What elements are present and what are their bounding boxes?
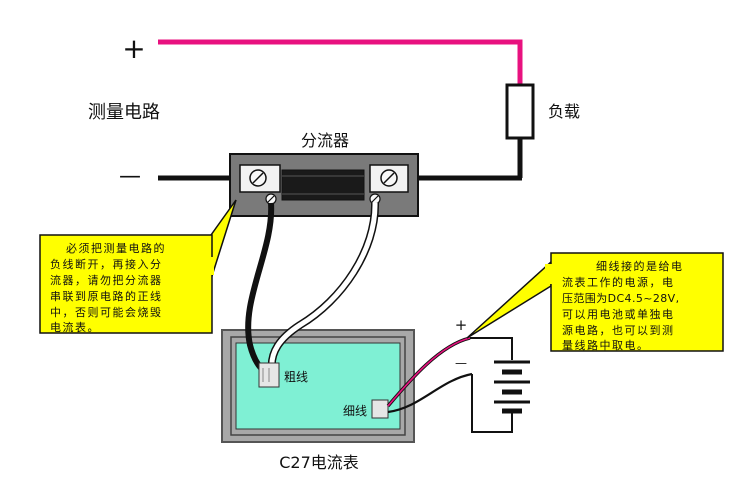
minus-sign-label: — [119, 164, 141, 189]
positive-wire [158, 39, 523, 85]
right-callout-joint [545, 264, 553, 284]
meter-name-label: C27电流表 [279, 453, 359, 472]
left-callout-box [39, 234, 213, 334]
right-note-line: 压范围为DC4.5~28V, [562, 291, 679, 305]
screw-icon [265, 193, 277, 205]
thin-wire-connector [371, 399, 389, 419]
left-note-line: 串联到原电路的正线 [50, 289, 163, 303]
right-callout-pointer [466, 260, 552, 339]
thick-wire-label: 粗线 [284, 370, 308, 384]
battery-plus-label: + [455, 316, 468, 334]
thin-wire-label: 细线 [343, 404, 367, 418]
shunt-label: 分流器 [301, 131, 349, 150]
left-note-line: 中，否则可能会烧毁 [50, 305, 163, 319]
screw-icon [380, 169, 398, 187]
measure-circuit-label: 测量电路 [88, 102, 160, 123]
left-note-line: 负线断开，再接入分 [50, 257, 163, 271]
plus-sign-label: + [122, 32, 145, 65]
thin-wire-red [387, 337, 471, 407]
battery-minus-label: — [455, 356, 467, 370]
right-note-line: 细线接的是给电 [596, 259, 684, 273]
battery-wire-top [470, 337, 513, 360]
shunt-element [281, 169, 365, 201]
load-resistor [505, 83, 535, 140]
load-label: 负载 [548, 102, 580, 121]
right-note-line: 流表工作的电源，电 [562, 275, 675, 289]
left-callout-joint [196, 257, 214, 275]
thin-wire-black [387, 372, 473, 414]
battery-wire-bottom [471, 374, 513, 433]
screw-icon [249, 169, 267, 187]
left-note-line: 必须把测量电路的 [66, 241, 166, 255]
right-callout-box [550, 252, 724, 352]
shunt-terminal-left [239, 164, 281, 193]
right-note-line: 可以用电池或单独电 [562, 308, 675, 321]
right-note-line: 量线路中取电。 [562, 338, 650, 352]
left-note-line: 流器，请勿把分流器 [50, 273, 163, 287]
right-note-line: 源电路，也可以到测 [562, 323, 675, 337]
left-note-line: 电流表。 [50, 320, 100, 334]
thick-wire-white-core [269, 202, 378, 371]
screw-icon [369, 193, 381, 205]
battery-icon [494, 360, 530, 414]
